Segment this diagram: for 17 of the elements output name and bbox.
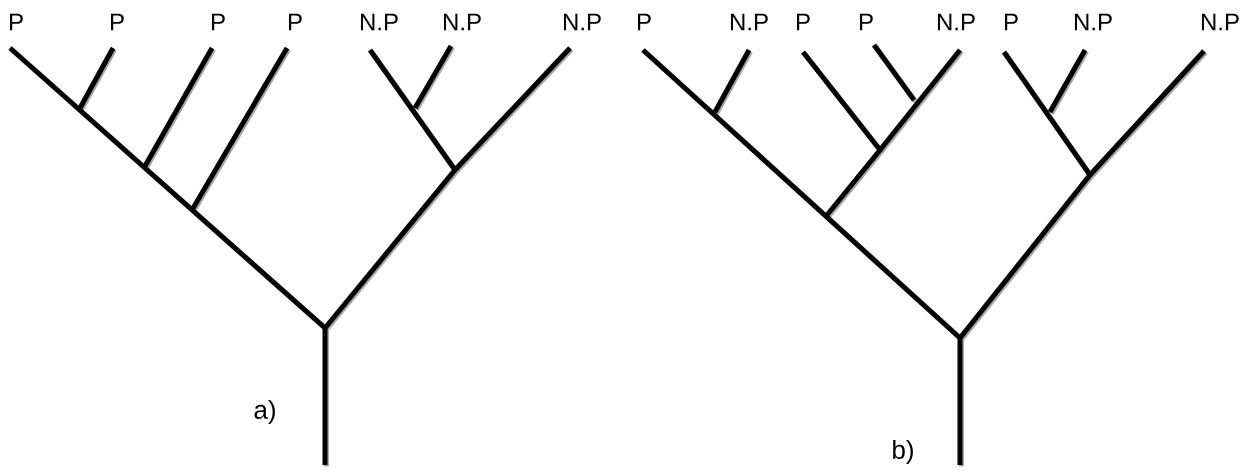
leaf-label: P [796, 13, 810, 31]
panel-label: a) [254, 399, 275, 425]
leaf-label: P [289, 13, 302, 31]
leaf-label: N.P [731, 13, 768, 31]
leaf-label: N.P [361, 13, 398, 31]
leaf-label: N.P [1201, 13, 1239, 31]
leaf-label: P [859, 13, 873, 31]
panel-label: b) [893, 439, 913, 465]
leaf-label: N.P [444, 13, 481, 31]
leaf-label: N.P [1074, 13, 1112, 31]
leaf-label: P [10, 13, 23, 31]
leaf-label: N.P [937, 13, 975, 31]
leaf-label: P [212, 13, 225, 31]
leaf-label: P [638, 13, 651, 31]
leaf-label: P [1004, 13, 1018, 31]
leaf-label: P [111, 13, 124, 31]
leaf-label: N.P [564, 13, 601, 31]
